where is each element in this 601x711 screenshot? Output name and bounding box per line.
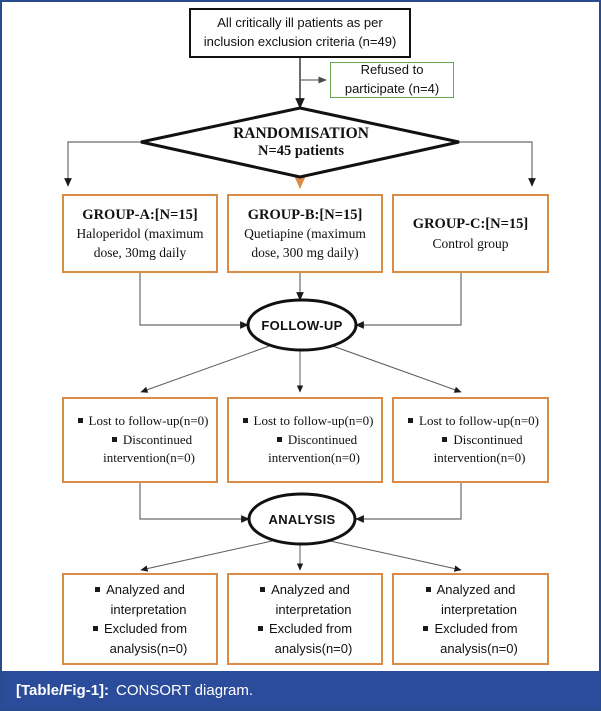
followup-box-c-item-2-line-1: Discontinued	[418, 431, 523, 450]
excluded-line-1: Refused to	[360, 62, 424, 78]
analysis-box-c-item-2: Excluded from	[423, 619, 518, 639]
followup-box-b-item-2-line-2: intervention(n=0)	[268, 450, 360, 466]
bullet-square-icon	[423, 626, 429, 632]
analysis-box-c: Analyzed and interpretation Excluded fro…	[392, 573, 549, 665]
analysis-box-c-item-1-cont: interpretation	[441, 601, 517, 617]
bullet-square-icon	[260, 587, 266, 593]
figure-caption-text: CONSORT diagram.	[116, 681, 254, 699]
analysis-box-a-item-1-cont: interpretation	[110, 601, 187, 617]
enrollment-line-1: All critically ill patients as per	[217, 15, 383, 31]
group-a-line-1: Haloperidol (maximum	[76, 226, 204, 242]
excluded-box: Refused to participate (n=4)	[330, 62, 454, 98]
followup-box-b-item-1: Lost to follow-up(n=0)	[237, 412, 373, 431]
analysis-box-b: Analyzed and interpretation Excluded fro…	[227, 573, 383, 665]
analysis-box-a-item-2-cont: analysis(n=0)	[109, 640, 188, 656]
analysis-box-a-item-2: Excluded from	[92, 619, 187, 639]
group-b-line-1: Quetiapine (maximum	[244, 226, 366, 242]
followup-box-a: Lost to follow-up(n=0) Discontinued inte…	[62, 397, 218, 483]
followup-box-c: Lost to follow-up(n=0) Discontinued inte…	[392, 397, 549, 483]
figure-caption-tag: [Table/Fig-1]:	[16, 681, 110, 699]
followup-box-b: Lost to follow-up(n=0) Discontinued inte…	[227, 397, 383, 483]
group-c-line-1: Control group	[432, 235, 509, 251]
followup-box-a-item-2-line-2: intervention(n=0)	[103, 450, 195, 466]
bullet-square-icon	[95, 587, 101, 593]
followup-box-b-item-2-line-1: Discontinued	[253, 431, 357, 450]
group-b-line-2: dose, 300 mg daily)	[251, 244, 359, 260]
followup-box-a-item-2-line-1: Discontinued	[88, 431, 192, 450]
bullet-square-icon	[257, 626, 263, 632]
group-a-line-2: dose, 30mg daily	[93, 244, 187, 260]
analysis-box-c-item-2-cont: analysis(n=0)	[440, 640, 518, 656]
bullet-square-icon	[92, 626, 98, 632]
analysis-box-b-item-1: Analyzed and	[260, 580, 350, 600]
bullet-square-icon	[442, 437, 448, 443]
group-b-title: GROUP-B:[N=15]	[247, 207, 363, 224]
bullet-square-icon	[242, 418, 248, 424]
group-a-title: GROUP-A:[N=15]	[82, 207, 198, 224]
figure-caption-bar: [Table/Fig-1]: CONSORT diagram.	[2, 671, 599, 709]
analysis-box-a: Analyzed and interpretation Excluded fro…	[62, 573, 218, 665]
bullet-square-icon	[77, 418, 83, 424]
bullet-square-icon	[276, 437, 282, 443]
followup-box-c-item-1: Lost to follow-up(n=0)	[402, 412, 539, 431]
bullet-square-icon	[408, 418, 413, 424]
analysis-box-c-item-1: Analyzed and	[425, 580, 515, 600]
bullet-square-icon	[111, 437, 117, 443]
excluded-line-2: participate (n=4)	[344, 81, 440, 96]
enrollment-line-2: inclusion exclusion criteria (n=49)	[203, 34, 397, 49]
analysis-box-b-item-2-cont: analysis(n=0)	[274, 640, 353, 656]
analysis-box-b-item-2: Excluded from	[257, 619, 352, 639]
analysis-box-a-item-1: Analyzed and	[95, 580, 185, 600]
enrollment-box: All critically ill patients as per inclu…	[189, 8, 411, 58]
analysis-box-b-item-1-cont: interpretation	[275, 601, 352, 617]
bullet-square-icon	[425, 587, 431, 593]
followup-box-c-item-2-line-2: intervention(n=0)	[433, 450, 526, 466]
group-b-box: GROUP-B:[N=15] Quetiapine (maximum dose,…	[227, 194, 383, 273]
group-c-box: GROUP-C:[N=15] Control group	[392, 194, 549, 273]
group-c-title: GROUP-C:[N=15]	[412, 216, 529, 233]
followup-box-a-item-1: Lost to follow-up(n=0)	[72, 412, 208, 431]
group-a-box: GROUP-A:[N=15] Haloperidol (maximum dose…	[62, 194, 218, 273]
